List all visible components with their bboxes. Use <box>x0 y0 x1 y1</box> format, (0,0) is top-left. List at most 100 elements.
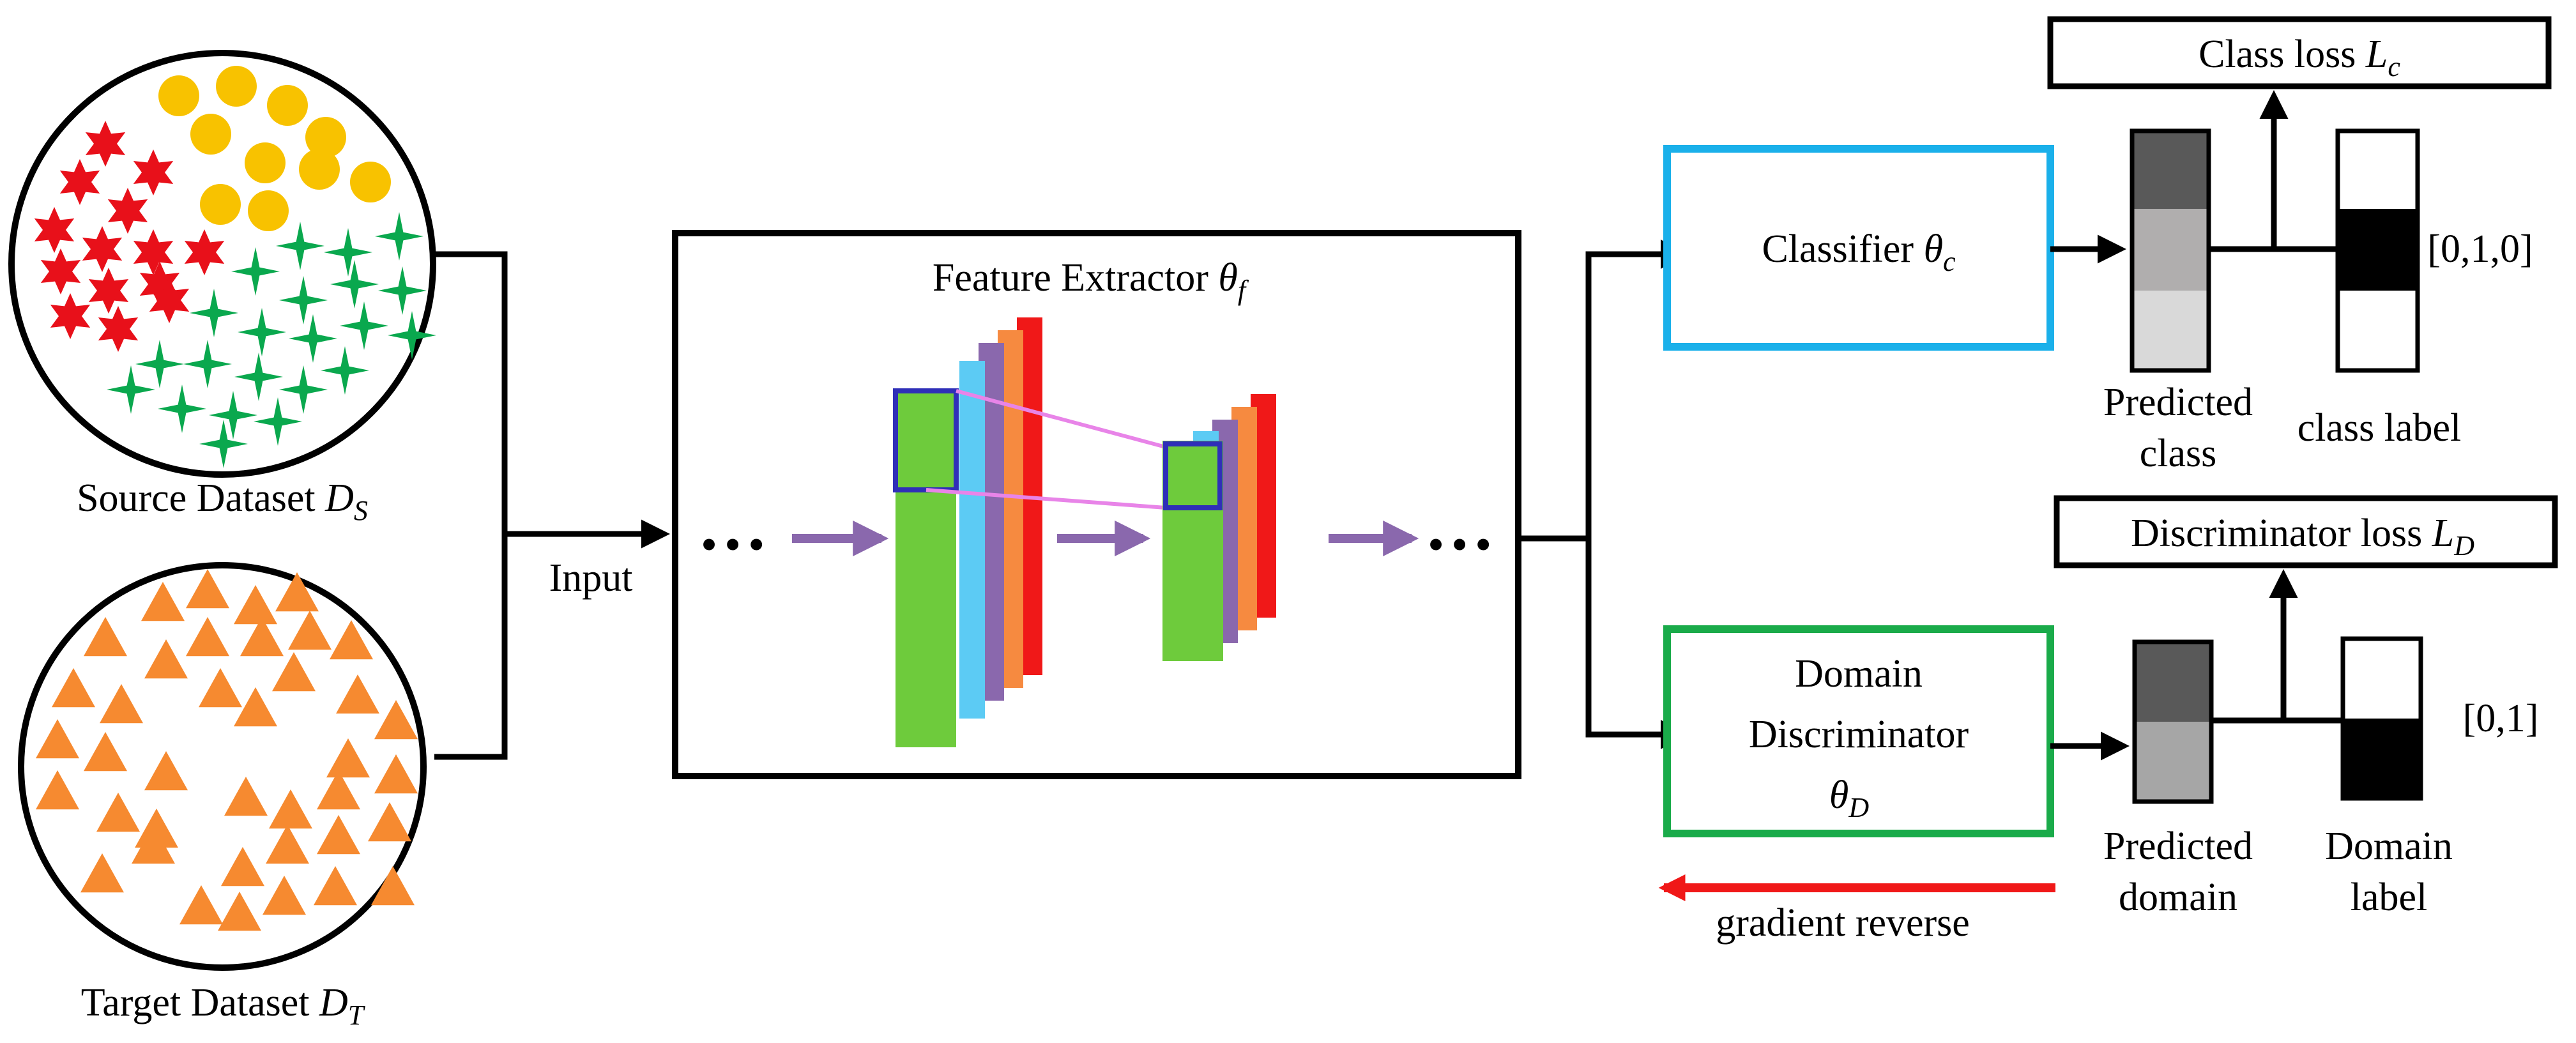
source-sparkle-marker <box>183 340 232 388</box>
source-class-circles <box>158 66 391 231</box>
target-samples-triangles <box>36 569 418 931</box>
projection-line-bottom <box>926 488 1166 510</box>
source-sparkle-marker <box>388 311 436 360</box>
source-sparkle-marker <box>279 365 328 414</box>
target-triangle-marker <box>144 639 188 679</box>
input-label: Input <box>549 556 633 600</box>
source-sparkle-marker <box>330 260 379 308</box>
source-star-marker <box>133 149 174 195</box>
predicted-class-label-line2: class <box>2140 432 2217 475</box>
source-star-marker <box>40 248 81 294</box>
target-triangle-marker <box>263 876 306 915</box>
predicted-class-bar <box>2130 128 2211 373</box>
source-circle-marker <box>267 85 308 126</box>
class-loss-label: Class loss Lc <box>2199 33 2400 82</box>
conv-layer-stack-2 <box>1162 394 1276 661</box>
target-triangle-marker <box>199 668 242 708</box>
discriminator-loss: Discriminator loss LD <box>2054 495 2558 568</box>
classifier: Classifier θc <box>1663 145 2054 351</box>
source-star-marker <box>184 229 225 275</box>
target-dataset-label: Target Dataset DT <box>81 981 366 1031</box>
split-connector <box>1518 251 1661 738</box>
target-triangle-marker <box>374 700 418 740</box>
feature-map-green <box>896 390 956 747</box>
target-triangle-marker <box>275 572 319 612</box>
target-dataset: Target Dataset DT <box>18 562 427 1031</box>
target-triangle-marker <box>141 582 185 621</box>
target-triangle-marker <box>240 617 284 657</box>
source-sparkle-marker <box>289 314 337 363</box>
class-label-caption: class label <box>2298 406 2462 450</box>
target-triangle-marker <box>266 825 309 864</box>
target-triangle-marker <box>186 617 229 657</box>
target-triangle-marker <box>336 674 379 714</box>
source-class-sparkles <box>107 212 436 468</box>
source-circle-marker <box>245 142 286 183</box>
target-triangle-marker <box>269 789 312 829</box>
source-circle-marker <box>190 114 231 155</box>
source-star-marker <box>85 121 126 167</box>
target-triangle-marker <box>80 853 124 893</box>
source-star-marker <box>59 159 100 205</box>
target-dataset-circle <box>18 562 427 971</box>
target-triangle-marker <box>314 866 357 906</box>
target-triangle-marker <box>84 732 127 772</box>
source-star-marker <box>107 188 148 234</box>
source-sparkle-marker <box>238 308 286 356</box>
source-sparkle-marker <box>254 397 302 446</box>
target-triangle-marker <box>36 719 79 759</box>
target-triangle-marker <box>326 738 370 778</box>
target-triangle-marker <box>52 668 95 708</box>
source-sparkle-marker <box>375 212 423 261</box>
domain-label-caption-line2: label <box>2351 876 2428 919</box>
source-star-marker <box>133 229 174 275</box>
source-circle-marker <box>216 66 257 107</box>
target-triangle-marker <box>371 866 415 906</box>
source-sparkle-marker <box>234 353 283 401</box>
classifier-label: Classifier θc <box>1762 227 1956 277</box>
source-sparkle-marker <box>340 301 388 350</box>
target-triangle-marker <box>288 611 332 650</box>
ellipsis-right: … <box>1424 487 1495 565</box>
receptive-field-window-2 <box>1163 441 1223 510</box>
domain-label-bar <box>2340 636 2423 801</box>
source-sparkle-marker <box>231 247 280 296</box>
target-triangle-marker <box>317 770 360 810</box>
source-sparkle-marker <box>190 289 238 337</box>
feature-map-green-2 <box>1162 441 1223 661</box>
source-star-marker <box>139 261 180 307</box>
domain-discriminator-line1: Domain <box>1795 652 1923 696</box>
target-triangle-marker <box>135 809 178 848</box>
source-circle-marker <box>350 162 391 202</box>
class-loss-box <box>2047 16 2552 89</box>
source-star-marker <box>82 226 123 272</box>
target-triangle-marker <box>100 684 143 724</box>
source-star-marker <box>98 306 139 352</box>
target-triangle-marker <box>84 617 127 657</box>
input-connector <box>434 251 670 760</box>
feature-extractor-box <box>672 230 1521 779</box>
source-sparkle-marker <box>158 384 206 433</box>
target-triangle-marker <box>234 687 277 727</box>
class-label-bar <box>2335 128 2420 373</box>
classifier-box <box>1663 145 2054 351</box>
source-dataset-label: Source Dataset DS <box>77 476 368 526</box>
domain-discriminator: Domain Discriminator θD <box>1663 625 2054 837</box>
domain-discriminator-param: θD <box>1829 773 1869 823</box>
predicted-domain-bar <box>2132 639 2214 804</box>
ellipsis-left: … <box>697 487 768 565</box>
target-triangle-marker <box>96 793 140 832</box>
domain-discriminator-box <box>1663 625 2054 837</box>
source-sparkle-marker <box>209 391 257 439</box>
source-circle-marker <box>299 149 340 190</box>
target-triangle-marker <box>368 802 411 842</box>
predicted-class-label-line1: Predicted <box>2103 381 2253 424</box>
source-star-marker <box>34 207 75 253</box>
target-triangle-marker <box>224 777 268 816</box>
target-triangle-marker <box>374 754 418 794</box>
target-triangle-marker <box>132 825 175 864</box>
source-sparkle-marker <box>107 365 155 414</box>
source-star-marker <box>50 293 91 339</box>
source-dataset: Source Dataset DS <box>8 50 436 526</box>
